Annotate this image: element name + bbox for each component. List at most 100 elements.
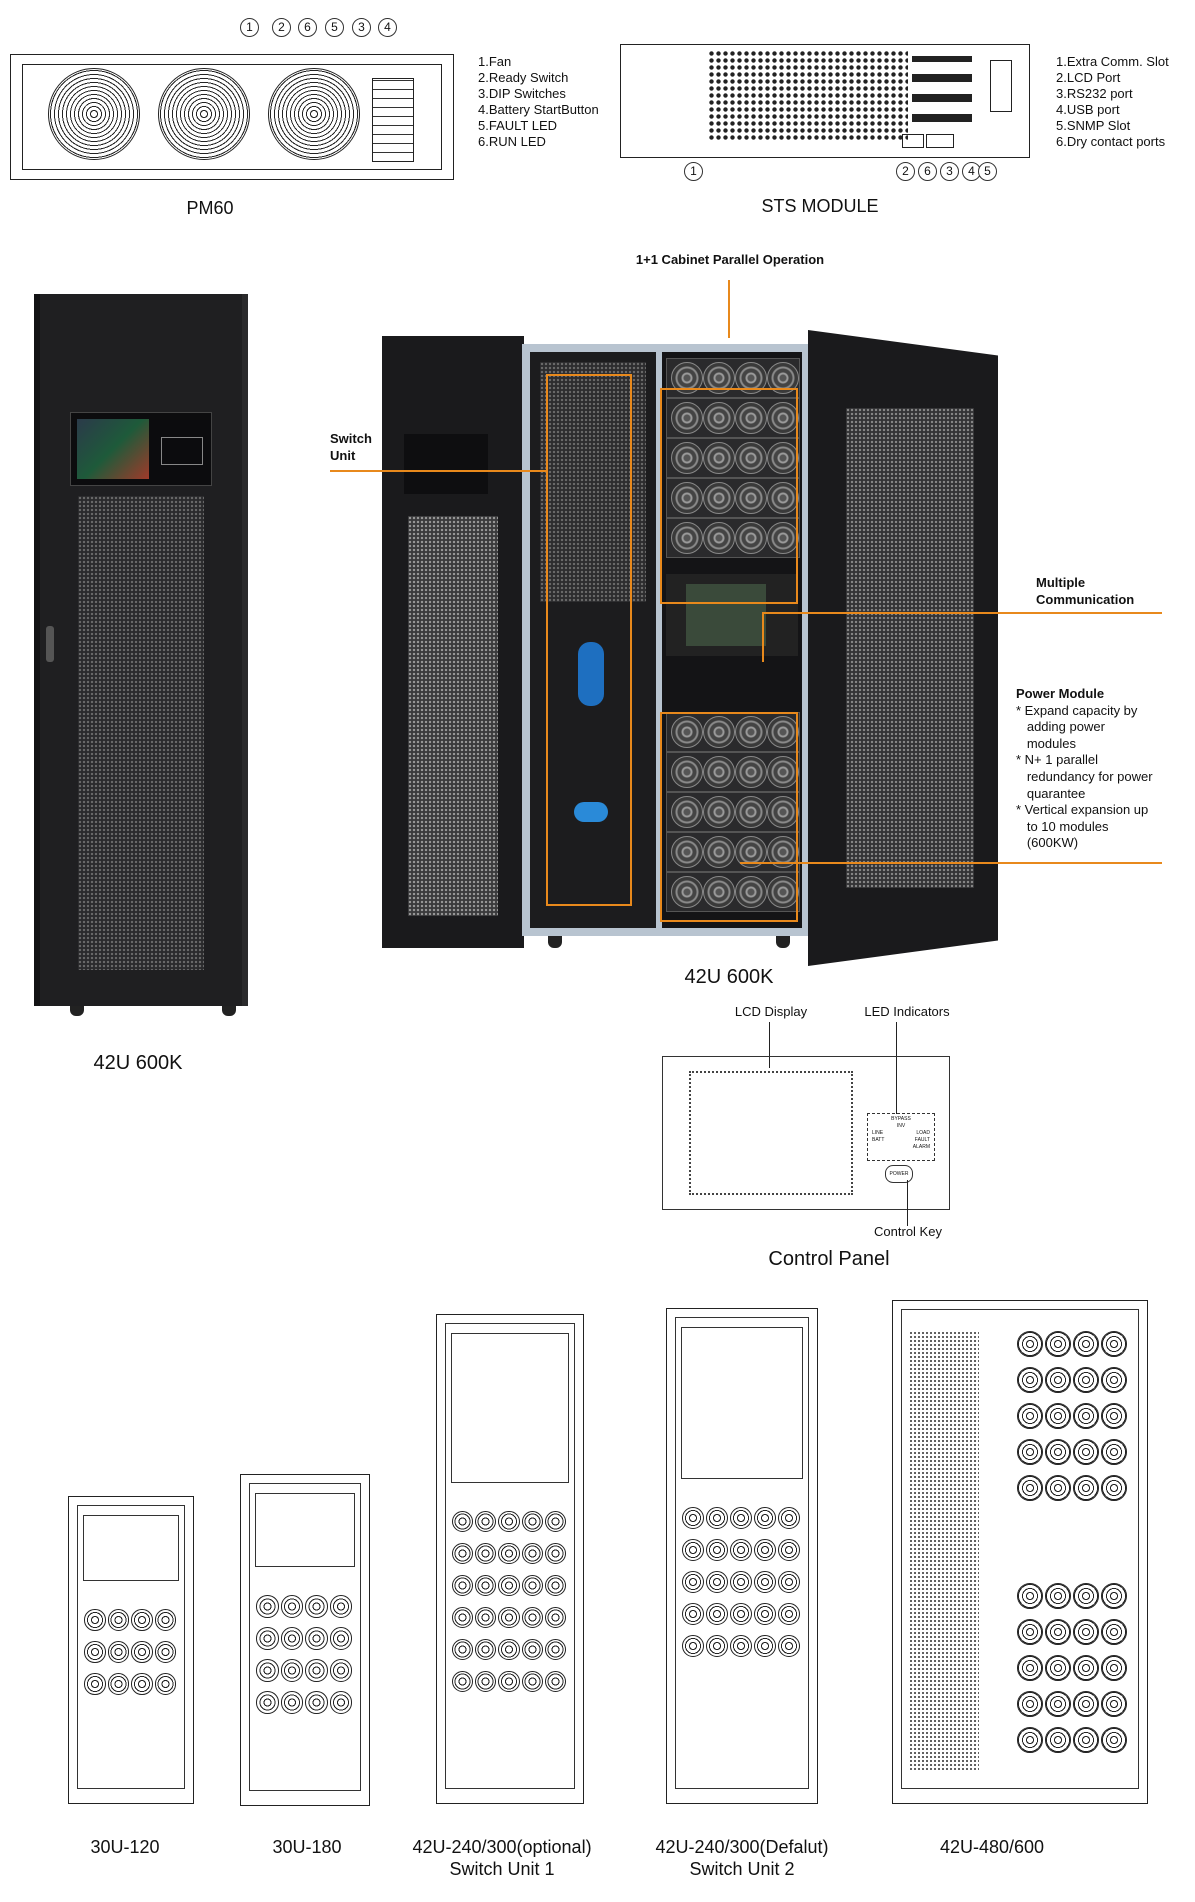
fan-icon (1101, 1403, 1127, 1429)
fan-icon (498, 1671, 520, 1693)
fan-icon (754, 1635, 776, 1657)
sts-legend-item: 1.Extra Comm. Slot (1056, 54, 1169, 69)
fan-icon (452, 1639, 474, 1661)
power-module-leader (740, 862, 1162, 864)
fan-icon (767, 442, 799, 474)
fan-icon (735, 796, 767, 828)
fan-icon (1045, 1619, 1071, 1645)
fan-icon (682, 1571, 704, 1593)
power-module-bullet: to 10 modules (1016, 818, 1109, 834)
fan-icon (475, 1543, 497, 1565)
power-module (666, 712, 800, 752)
pm60-badge-5: 5 (325, 18, 344, 37)
multiple-comm-leader (762, 612, 1162, 614)
caster (548, 936, 562, 948)
fan-icon (84, 1641, 106, 1663)
fan-icon (778, 1571, 800, 1593)
fan-icon (703, 482, 735, 514)
pm60-badge-6: 6 (298, 18, 317, 37)
fan-icon (703, 876, 735, 908)
fan-icon (84, 1609, 106, 1631)
power-module-bullet: * N+ 1 parallel (1016, 752, 1099, 768)
model-cabinet-drawing (436, 1314, 584, 1804)
door-handle (46, 626, 54, 662)
fan-icon (730, 1507, 752, 1529)
fan-icon (84, 1673, 106, 1695)
power-module-bullet: * Vertical expansion up (1016, 802, 1149, 818)
power-module-callout: Power Module * Expand capacity by adding… (1016, 686, 1153, 852)
sts-badge-5: 5 (978, 162, 997, 181)
caster-right (222, 1006, 236, 1016)
fan-icon (706, 1539, 728, 1561)
fan-icon (1073, 1475, 1099, 1501)
fan-icon (329, 1595, 352, 1618)
fan-icon (1017, 1331, 1043, 1357)
fan-icon (131, 1641, 153, 1663)
fan-icon (1073, 1331, 1099, 1357)
fan-icon (1045, 1331, 1071, 1357)
fan-icon (1101, 1583, 1127, 1609)
fan-icon (735, 876, 767, 908)
right-door (808, 330, 998, 966)
fan-icon (1073, 1403, 1099, 1429)
model-caption: 42U-240/300(optional) Switch Unit 1 (392, 1836, 612, 1880)
sts-caption: STS MODULE (761, 196, 879, 216)
fan-icon (154, 1673, 176, 1695)
touch-screen (70, 412, 212, 486)
fan-icon (256, 1627, 279, 1650)
pm60-legend-item: 5.FAULT LED (478, 118, 557, 133)
sts-drawing (620, 44, 1030, 164)
fan-icon (682, 1539, 704, 1561)
power-key[interactable]: POWER (885, 1165, 913, 1183)
fan-icon (730, 1571, 752, 1593)
fan-icon (671, 836, 703, 868)
open-cabinet-title: 1+1 Cabinet Parallel Operation (635, 252, 825, 267)
cabinet-frame (522, 344, 810, 936)
fan-icon (475, 1671, 497, 1693)
fan-icon (703, 442, 735, 474)
lcd-leader (769, 1022, 770, 1068)
fan-icon (754, 1571, 776, 1593)
fan-icon (1073, 1727, 1099, 1753)
fan-icon (521, 1511, 543, 1533)
fan-icon (452, 1607, 474, 1629)
fan-icon (706, 1507, 728, 1529)
multiple-comm-label-line: Communication (1036, 592, 1135, 607)
fan-icon (280, 1659, 303, 1682)
fan-icon (544, 1607, 566, 1629)
sts-legend-item: 2.LCD Port (1056, 70, 1121, 85)
fan-icon (1101, 1727, 1127, 1753)
fan-icon (767, 522, 799, 554)
fan-icon (475, 1511, 497, 1533)
fan-icon (703, 756, 735, 788)
fan-icon (735, 522, 767, 554)
fan-icon (452, 1511, 474, 1533)
fan-1 (48, 68, 140, 160)
fan-icon (706, 1635, 728, 1657)
fan-icon (767, 876, 799, 908)
fan-icon (671, 876, 703, 908)
fan-icon (329, 1659, 352, 1682)
power-module-bullet: adding power (1016, 719, 1105, 735)
fan-icon (703, 796, 735, 828)
fan-icon (1101, 1691, 1127, 1717)
fan-icon (703, 402, 735, 434)
cabinet-front-caption: 42U 600K (93, 1052, 183, 1074)
fan-icon (1073, 1367, 1099, 1393)
fan-icon (1073, 1619, 1099, 1645)
fan-icon (1073, 1655, 1099, 1681)
led-indicator-panel: BYPASS INV LINE LOAD BATT FAULT ALARM (867, 1113, 935, 1161)
fan-icon (1101, 1367, 1127, 1393)
fan-icon (475, 1639, 497, 1661)
control-panel-caption: Control Panel (768, 1248, 890, 1270)
led-text: INV (896, 1123, 906, 1129)
model-caption-line1: 42U-240/300(optional) (412, 1837, 592, 1857)
fan-icon (1101, 1331, 1127, 1357)
fan-icon (305, 1627, 328, 1650)
fan-icon (1073, 1691, 1099, 1717)
fan-icon (682, 1507, 704, 1529)
fan-icon (767, 402, 799, 434)
model-caption-line1: 42U-480/600 (939, 1837, 1045, 1857)
switch-unit-bay (530, 352, 656, 928)
model-caption-line1: 30U-180 (272, 1837, 342, 1857)
